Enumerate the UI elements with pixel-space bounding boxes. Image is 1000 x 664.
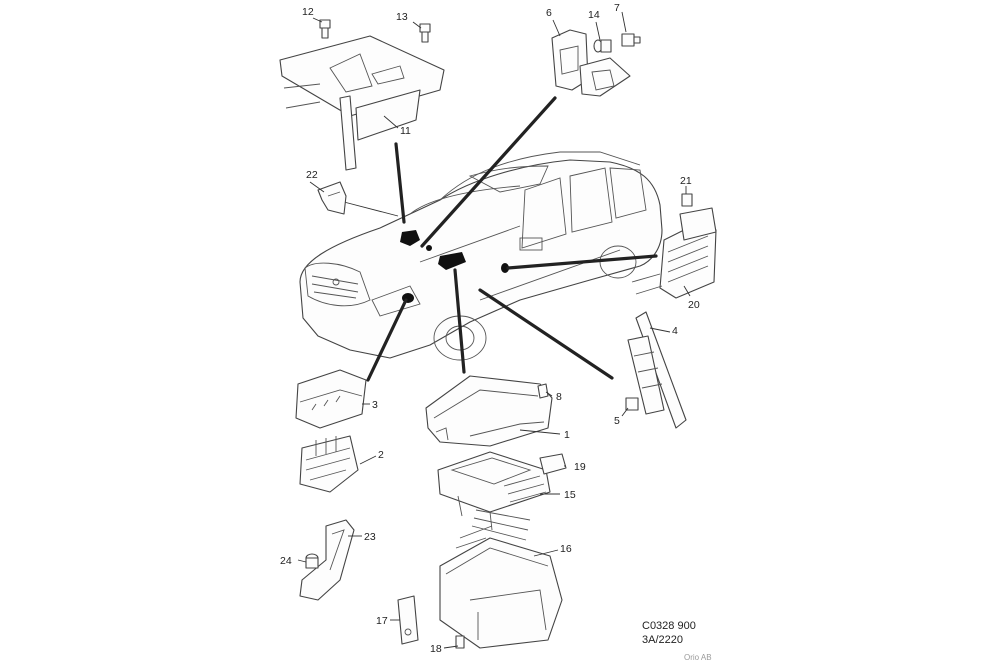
drawing-ref-line1: C0328 900: [642, 620, 696, 632]
car-outline: [299, 151, 663, 361]
cover-part-3: [295, 369, 367, 429]
callout-3: 3: [372, 399, 378, 411]
housing-part-16: [439, 525, 563, 649]
callout-14: 14: [588, 9, 600, 21]
location-mark: [438, 252, 466, 270]
clip-part-8: [537, 383, 549, 399]
callout-17: 17: [376, 615, 388, 627]
bolt-part-12: [319, 19, 331, 39]
screw-part-14: [593, 39, 612, 53]
relay-part-19: [539, 453, 567, 475]
relay-box-part-15: [437, 451, 551, 541]
callout-23: 23: [364, 531, 376, 543]
nut-part-7: [621, 33, 641, 47]
callout-15: 15: [564, 489, 576, 501]
bolt-part-21: [681, 193, 693, 207]
callout-6: 6: [546, 7, 552, 19]
fusebox-cover-part-1: [425, 375, 553, 447]
callout-20: 20: [688, 299, 700, 311]
leader-lines: [297, 11, 691, 649]
callout-11: 11: [400, 125, 411, 137]
grommet-part-24: [305, 553, 319, 569]
callout-2: 2: [378, 449, 384, 461]
callout-18: 18: [430, 643, 442, 655]
module-part-20: [631, 207, 717, 299]
location-mark: [400, 230, 420, 246]
relay-holder-part-6: [551, 29, 631, 97]
callout-22: 22: [306, 169, 318, 181]
callout-4: 4: [672, 325, 678, 337]
callout-8: 8: [556, 391, 562, 403]
callout-5: 5: [614, 415, 620, 427]
nut-part-5: [625, 397, 639, 411]
callout-12: 12: [302, 6, 314, 18]
watermark: Orio AB: [684, 653, 712, 662]
callout-24: 24: [280, 555, 292, 567]
bracket-part-11: [279, 35, 445, 171]
callout-13: 13: [396, 11, 408, 23]
callout-7: 7: [614, 2, 620, 14]
connector-part-2: [299, 435, 359, 493]
drawing-ref-line2: 3A/2220: [642, 634, 683, 646]
clip-part-18: [455, 635, 465, 649]
callout-19: 19: [574, 461, 586, 473]
cover-part-17: [397, 595, 419, 645]
clip-part-22: [317, 181, 347, 215]
bolt-part-13: [419, 23, 431, 43]
callout-1: 1: [564, 429, 570, 441]
callout-16: 16: [560, 543, 572, 555]
bracket-part-4: [627, 311, 687, 429]
callout-21: 21: [680, 175, 692, 187]
